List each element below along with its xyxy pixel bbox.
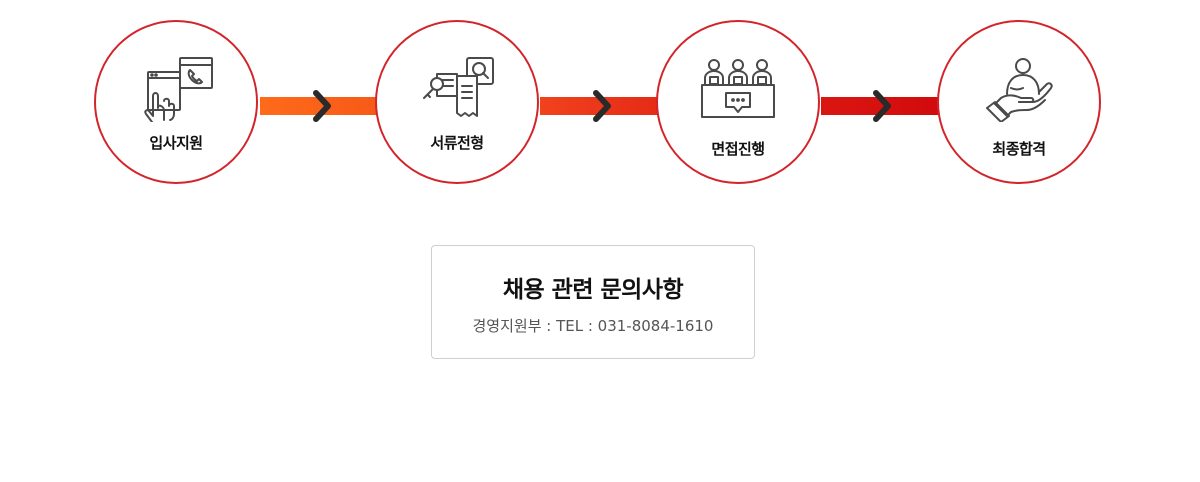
step-final-pass: 최종합격 [937, 20, 1101, 184]
step-label: 입사지원 [149, 134, 203, 152]
recruitment-contact-box: 채용 관련 문의사항 경영지원부 : TEL : 031-8084-1610 [431, 245, 755, 359]
step-label: 최종합격 [992, 140, 1046, 158]
hand-person-icon [981, 56, 1057, 122]
chevron-right-icon [870, 89, 894, 123]
recruitment-process: 입사지원 서류전형 [0, 0, 1200, 210]
apply-window-phone-icon [138, 56, 214, 122]
chevron-right-icon [590, 89, 614, 123]
step-interview: 면접진행 [656, 20, 820, 184]
step-label: 서류전형 [430, 134, 484, 152]
process-connector-3 [821, 97, 941, 115]
step-label: 면접진행 [711, 140, 765, 158]
step-document-screening: 서류전형 [375, 20, 539, 184]
contact-title: 채용 관련 문의사항 [502, 277, 684, 303]
contact-phone: 경영지원부 : TEL : 031-8084-1610 [472, 317, 714, 335]
step-apply: 입사지원 [94, 20, 258, 184]
chevron-right-icon [310, 89, 334, 123]
process-connector-2 [540, 97, 660, 115]
document-search-icon [419, 56, 495, 122]
interview-panel-icon [700, 56, 776, 122]
process-connector-1 [260, 97, 378, 115]
